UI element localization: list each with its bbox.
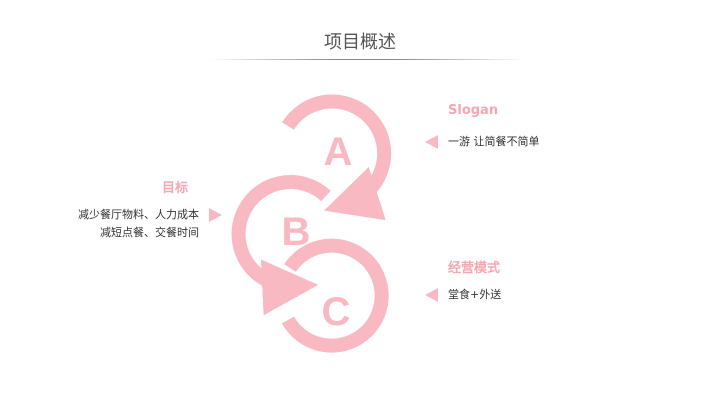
goal-text: 减少餐厅物料、人力成本 减短点餐、交餐时间: [78, 206, 199, 242]
business-model-pointer-icon: [425, 288, 438, 302]
ring-b-arc: [231, 175, 331, 316]
goal-heading: 目标: [162, 181, 189, 196]
ring-c-arc: [281, 238, 389, 353]
ring-a-arc: [282, 94, 392, 221]
slogan-heading: Slogan: [448, 103, 499, 118]
slogan-pointer-icon: [425, 135, 438, 149]
slogan-text: 一游 让简餐不简单: [448, 135, 540, 148]
goal-line-1: 减少餐厅物料、人力成本: [78, 208, 199, 221]
goal-line-2: 减短点餐、交餐时间: [100, 226, 199, 239]
letter-a: A: [324, 130, 353, 174]
goal-pointer-icon: [209, 208, 222, 222]
business-model-text: 堂食+外送: [448, 288, 502, 301]
letter-b: B: [282, 210, 311, 254]
title-divider: [208, 59, 524, 60]
letter-c: C: [322, 290, 351, 334]
business-model-heading: 经营模式: [448, 261, 501, 276]
page-title: 项目概述: [324, 32, 396, 53]
